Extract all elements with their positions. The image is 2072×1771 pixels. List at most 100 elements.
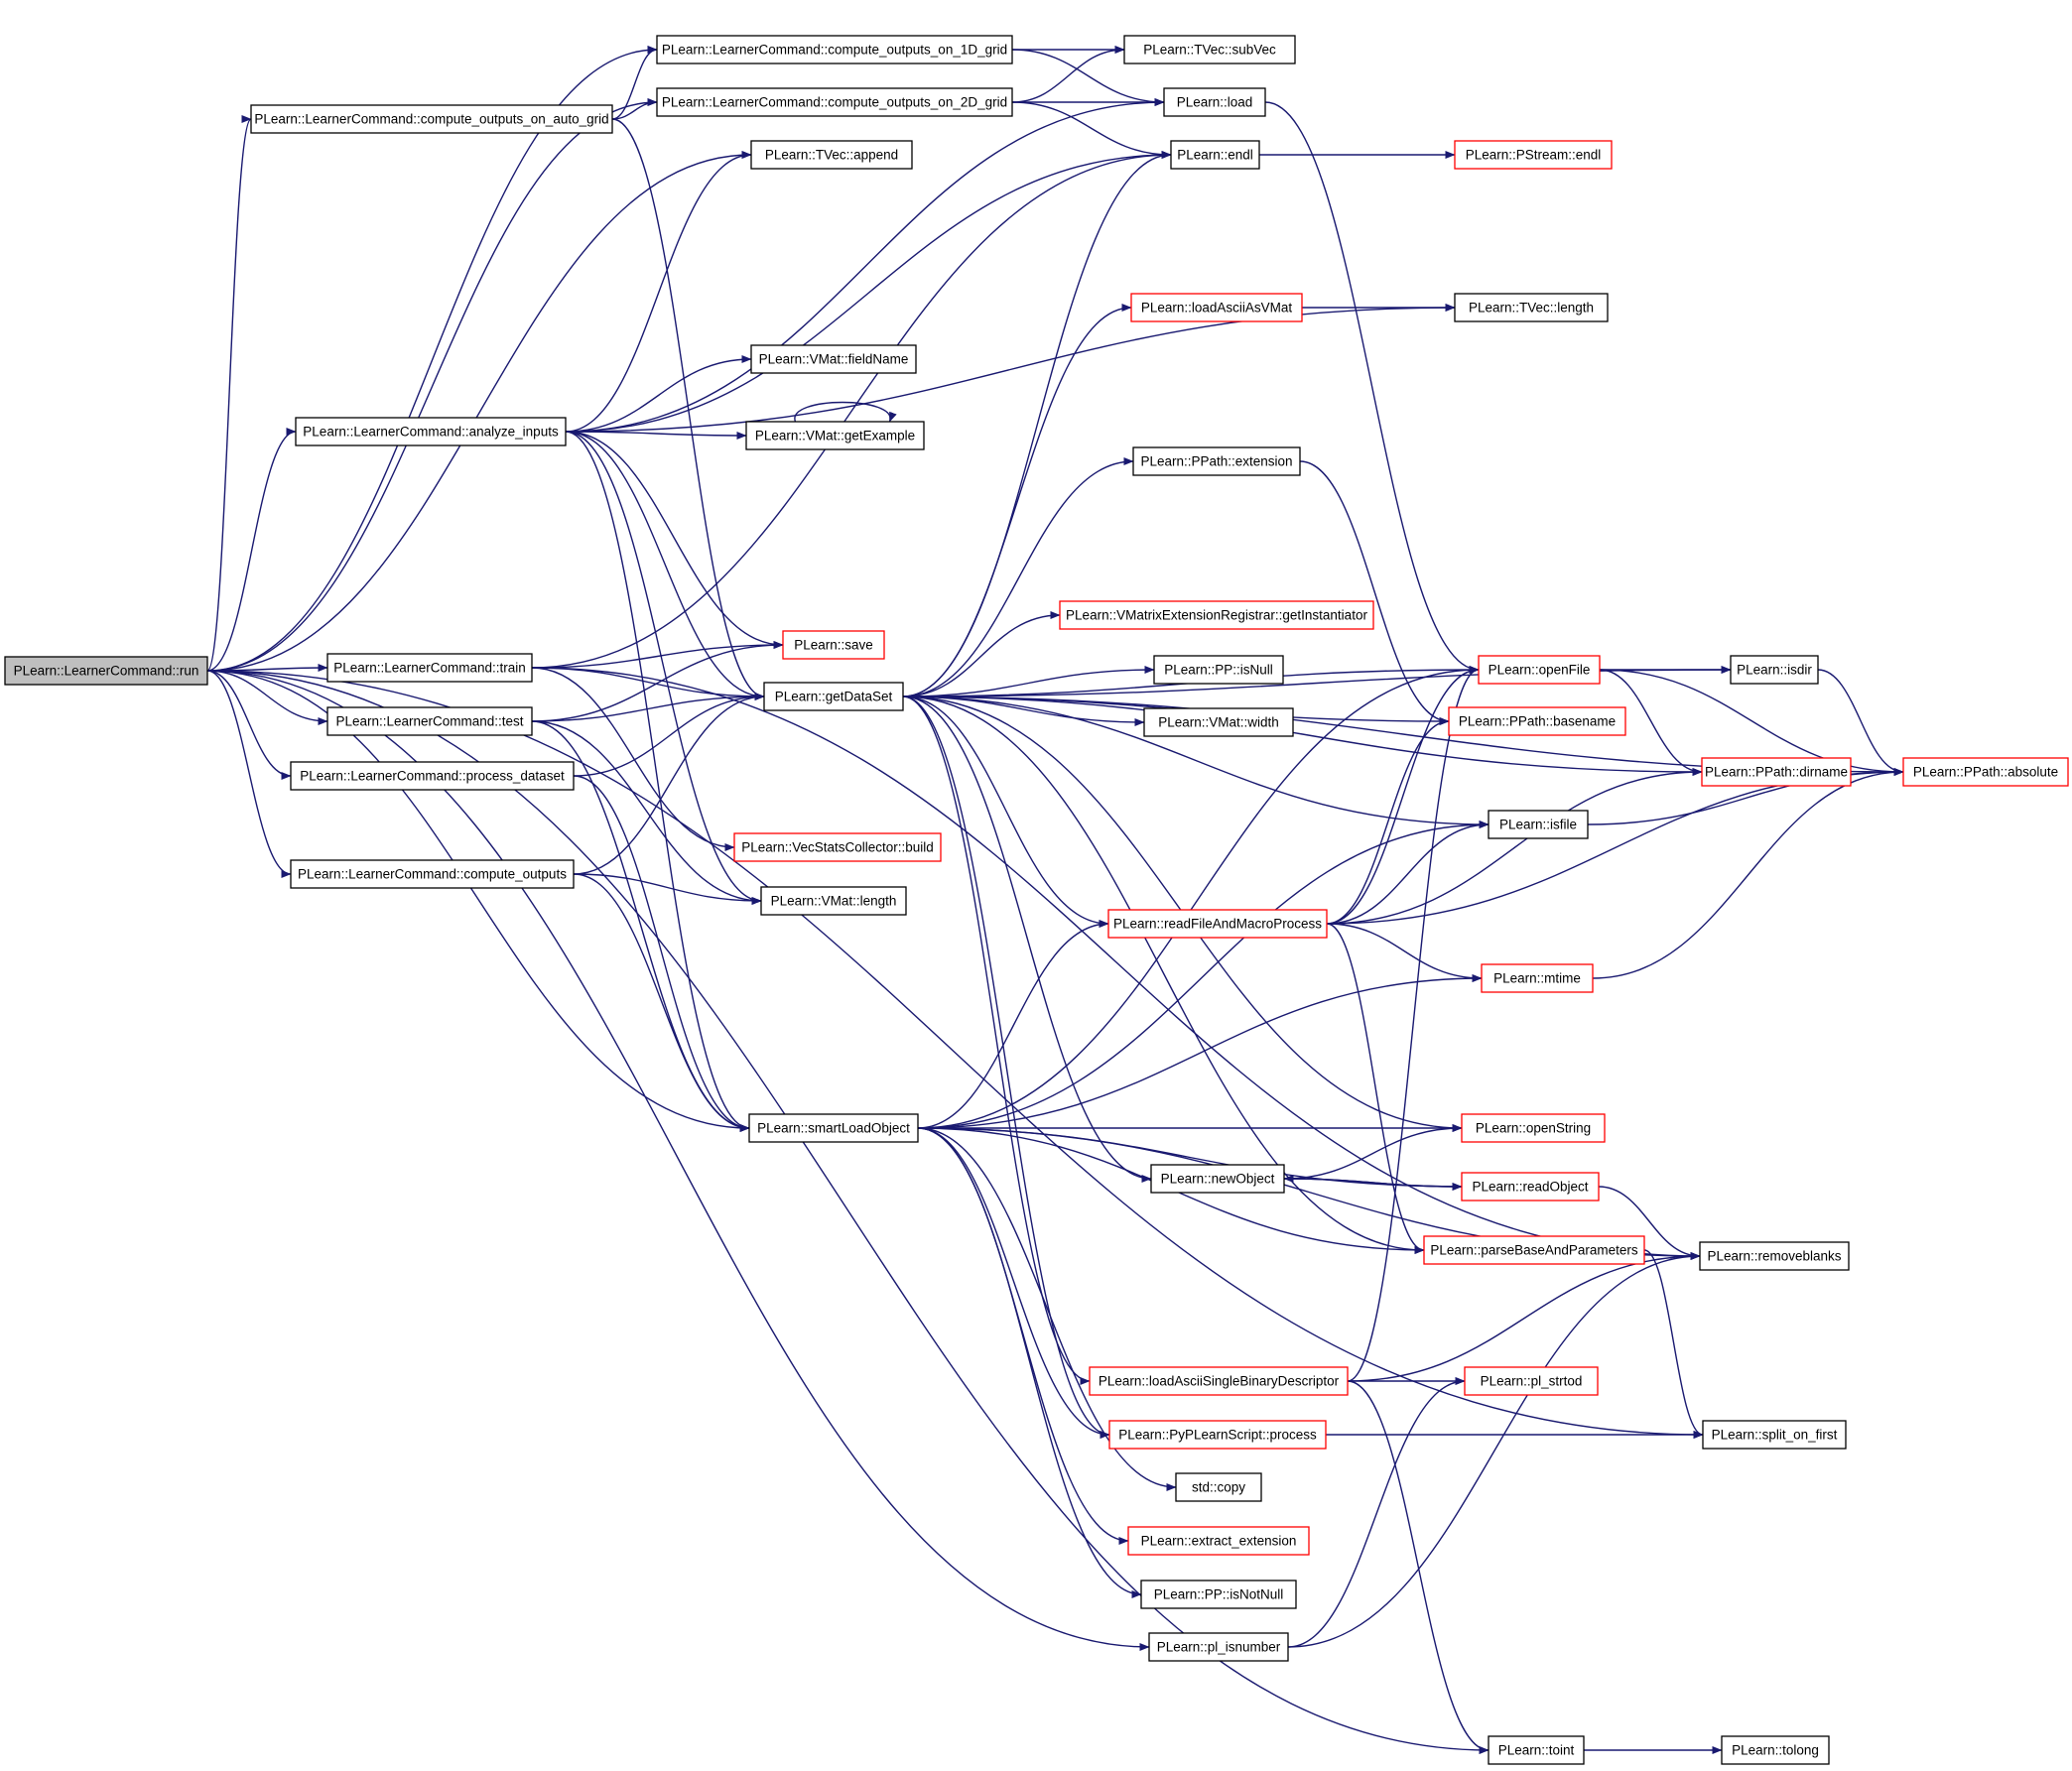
node-loadascii[interactable]: PLearn::loadAsciiAsVMat xyxy=(1130,293,1303,322)
node-endl[interactable]: PLearn::endl xyxy=(1170,140,1260,170)
node-isdir[interactable]: PLearn::isdir xyxy=(1730,655,1819,685)
node-vmreg[interactable]: PLearn::VMatrixExtensionRegistrar::getIn… xyxy=(1059,600,1374,630)
node-box-openstr[interactable] xyxy=(1461,1113,1606,1143)
node-box-tappend[interactable] xyxy=(750,140,913,170)
node-tolong[interactable]: PLearn::tolong xyxy=(1721,1735,1830,1765)
node-tlength[interactable]: PLearn::TVec::length xyxy=(1454,293,1609,322)
node-box-loadbin[interactable] xyxy=(1089,1366,1349,1396)
node-vsbuild[interactable]: PLearn::VecStatsCollector::build xyxy=(733,832,942,862)
node-box-readfile[interactable] xyxy=(1107,909,1328,939)
node-box-isnotnull[interactable] xyxy=(1140,1580,1297,1609)
node-vwidth[interactable]: PLearn::VMat::width xyxy=(1143,707,1294,737)
node-box-cauto[interactable] xyxy=(250,104,613,134)
node-parsebase[interactable]: PLearn::parseBaseAndParameters xyxy=(1423,1235,1645,1265)
node-box-vlength[interactable] xyxy=(760,886,907,916)
node-box-isnull[interactable] xyxy=(1153,655,1284,685)
node-box-analyze[interactable] xyxy=(295,417,567,446)
node-openfile[interactable]: PLearn::openFile xyxy=(1478,655,1601,685)
node-box-cout[interactable] xyxy=(290,859,575,889)
node-train[interactable]: PLearn::LearnerCommand::train xyxy=(326,653,533,683)
node-box-basename[interactable] xyxy=(1448,706,1626,736)
node-tappend[interactable]: PLearn::TVec::append xyxy=(750,140,913,170)
node-box-isfile[interactable] xyxy=(1488,810,1589,839)
node-readobj[interactable]: PLearn::readObject xyxy=(1461,1172,1600,1202)
node-cauto[interactable]: PLearn::LearnerCommand::compute_outputs_… xyxy=(250,104,613,134)
node-getds[interactable]: PLearn::getDataSet xyxy=(763,682,904,711)
node-box-removeblanks[interactable] xyxy=(1699,1241,1850,1271)
node-toint[interactable]: PLearn::toint xyxy=(1488,1735,1585,1765)
node-box-newobj[interactable] xyxy=(1150,1164,1285,1194)
node-box-dirname[interactable] xyxy=(1701,757,1852,787)
node-save[interactable]: PLearn::save xyxy=(782,630,885,660)
node-plstrtod[interactable]: PLearn::pl_strtod xyxy=(1464,1366,1599,1396)
node-basename[interactable]: PLearn::PPath::basename xyxy=(1448,706,1626,736)
node-test[interactable]: PLearn::LearnerCommand::test xyxy=(326,706,533,736)
node-split[interactable]: PLearn::split_on_first xyxy=(1702,1420,1847,1450)
node-box-ext[interactable] xyxy=(1132,446,1301,476)
node-mtime[interactable]: PLearn::mtime xyxy=(1481,963,1594,993)
node-box-split[interactable] xyxy=(1702,1420,1847,1450)
node-cout[interactable]: PLearn::LearnerCommand::compute_outputs xyxy=(290,859,575,889)
node-box-stdcopy[interactable] xyxy=(1175,1472,1262,1502)
node-removeblanks[interactable]: PLearn::removeblanks xyxy=(1699,1241,1850,1271)
node-box-procds[interactable] xyxy=(290,761,575,791)
node-box-psendl[interactable] xyxy=(1454,140,1613,170)
node-box-isdir[interactable] xyxy=(1730,655,1819,685)
node-stdcopy[interactable]: std::copy xyxy=(1175,1472,1262,1502)
node-c2d[interactable]: PLearn::LearnerCommand::compute_outputs_… xyxy=(656,87,1013,117)
node-box-smart[interactable] xyxy=(748,1113,919,1143)
node-box-c1d[interactable] xyxy=(656,35,1013,64)
node-box-c2d[interactable] xyxy=(656,87,1013,117)
node-box-vwidth[interactable] xyxy=(1143,707,1294,737)
node-box-openfile[interactable] xyxy=(1478,655,1601,685)
node-ext[interactable]: PLearn::PPath::extension xyxy=(1132,446,1301,476)
node-box-extract[interactable] xyxy=(1127,1526,1310,1556)
node-loadbin[interactable]: PLearn::loadAsciiSingleBinaryDescriptor xyxy=(1089,1366,1349,1396)
node-procds[interactable]: PLearn::LearnerCommand::process_dataset xyxy=(290,761,575,791)
node-box-fieldname[interactable] xyxy=(750,344,917,374)
node-box-test[interactable] xyxy=(326,706,533,736)
node-isfile[interactable]: PLearn::isfile xyxy=(1488,810,1589,839)
node-absolute[interactable]: PLearn::PPath::absolute xyxy=(1902,757,2069,787)
node-plisnum[interactable]: PLearn::pl_isnumber xyxy=(1148,1632,1289,1662)
node-newobj[interactable]: PLearn::newObject xyxy=(1150,1164,1285,1194)
node-box-getds[interactable] xyxy=(763,682,904,711)
node-subvec[interactable]: PLearn::TVec::subVec xyxy=(1123,35,1296,64)
node-pyproc[interactable]: PLearn::PyPLearnScript::process xyxy=(1108,1420,1327,1450)
node-fieldname[interactable]: PLearn::VMat::fieldName xyxy=(750,344,917,374)
node-getex[interactable]: PLearn::VMat::getExample xyxy=(745,421,925,450)
node-box-getex[interactable] xyxy=(745,421,925,450)
node-box-vmreg[interactable] xyxy=(1059,600,1374,630)
node-box-absolute[interactable] xyxy=(1902,757,2069,787)
node-isnotnull[interactable]: PLearn::PP::isNotNull xyxy=(1140,1580,1297,1609)
node-box-parsebase[interactable] xyxy=(1423,1235,1645,1265)
node-openstr[interactable]: PLearn::openString xyxy=(1461,1113,1606,1143)
node-box-train[interactable] xyxy=(326,653,533,683)
node-box-readobj[interactable] xyxy=(1461,1172,1600,1202)
node-c1d[interactable]: PLearn::LearnerCommand::compute_outputs_… xyxy=(656,35,1013,64)
node-load[interactable]: PLearn::load xyxy=(1163,87,1266,117)
node-vlength[interactable]: PLearn::VMat::length xyxy=(760,886,907,916)
node-box-tlength[interactable] xyxy=(1454,293,1609,322)
node-readfile[interactable]: PLearn::readFileAndMacroProcess xyxy=(1107,909,1328,939)
node-smart[interactable]: PLearn::smartLoadObject xyxy=(748,1113,919,1143)
node-analyze[interactable]: PLearn::LearnerCommand::analyze_inputs xyxy=(295,417,567,446)
node-box-run[interactable] xyxy=(4,656,208,686)
node-box-endl[interactable] xyxy=(1170,140,1260,170)
node-box-pyproc[interactable] xyxy=(1108,1420,1327,1450)
node-box-plisnum[interactable] xyxy=(1148,1632,1289,1662)
node-dirname[interactable]: PLearn::PPath::dirname xyxy=(1701,757,1852,787)
node-box-load[interactable] xyxy=(1163,87,1266,117)
node-box-subvec[interactable] xyxy=(1123,35,1296,64)
node-box-loadascii[interactable] xyxy=(1130,293,1303,322)
node-extract[interactable]: PLearn::extract_extension xyxy=(1127,1526,1310,1556)
node-box-save[interactable] xyxy=(782,630,885,660)
node-box-vsbuild[interactable] xyxy=(733,832,942,862)
node-run[interactable]: PLearn::LearnerCommand::run xyxy=(4,656,208,686)
node-box-plstrtod[interactable] xyxy=(1464,1366,1599,1396)
node-box-mtime[interactable] xyxy=(1481,963,1594,993)
node-box-toint[interactable] xyxy=(1488,1735,1585,1765)
node-isnull[interactable]: PLearn::PP::isNull xyxy=(1153,655,1284,685)
node-box-tolong[interactable] xyxy=(1721,1735,1830,1765)
node-psendl[interactable]: PLearn::PStream::endl xyxy=(1454,140,1613,170)
